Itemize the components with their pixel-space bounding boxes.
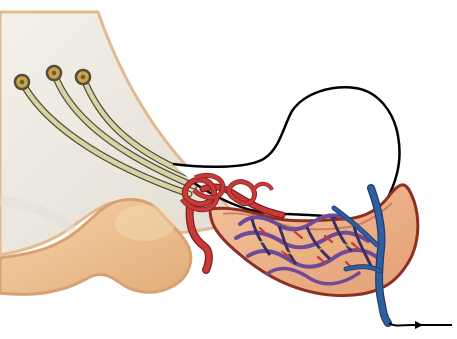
eminence-highlight xyxy=(115,205,175,241)
outflow-arrow-head xyxy=(415,321,423,329)
arrow-right-icon xyxy=(389,321,452,329)
